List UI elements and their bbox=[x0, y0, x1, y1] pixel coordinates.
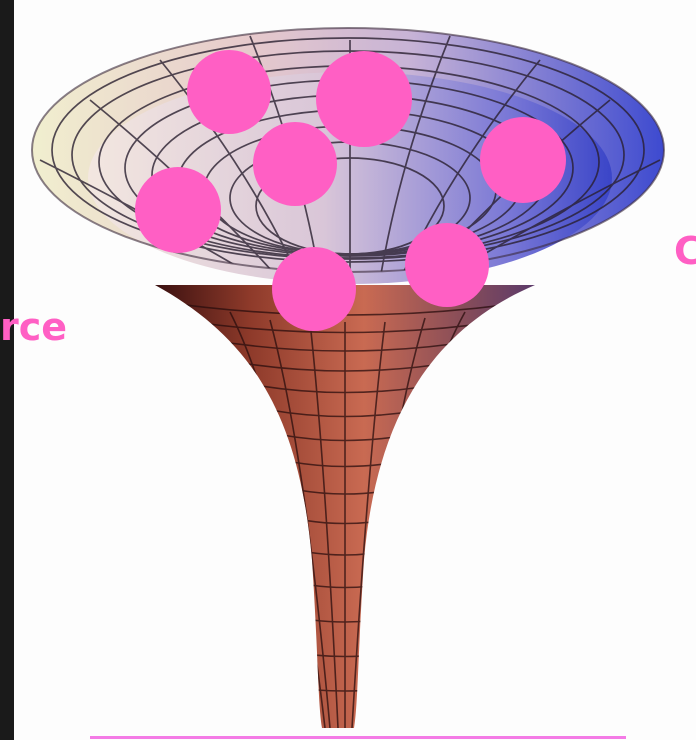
ball bbox=[135, 167, 221, 253]
ball bbox=[316, 51, 412, 147]
ball bbox=[253, 122, 337, 206]
left-edge-label: rce bbox=[0, 305, 68, 349]
ball bbox=[405, 223, 489, 307]
balls-group bbox=[135, 50, 566, 331]
ball bbox=[480, 117, 566, 203]
ball bbox=[272, 247, 356, 331]
ball bbox=[187, 50, 271, 134]
funnel-stem bbox=[155, 285, 535, 728]
right-edge-label: C bbox=[674, 229, 696, 273]
bottom-divider-line bbox=[90, 736, 626, 739]
